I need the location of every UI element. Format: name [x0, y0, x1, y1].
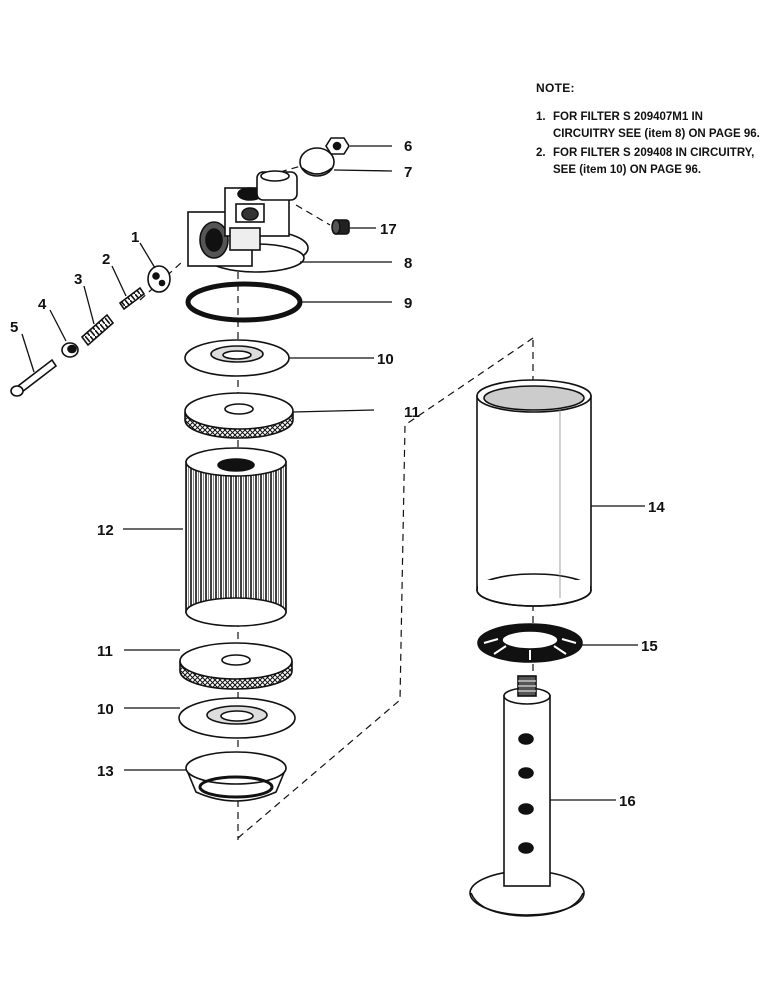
callout-11-lower: 11 — [97, 643, 113, 660]
cup-washer-lower-part — [178, 697, 296, 739]
callout-4: 4 — [38, 296, 47, 313]
spring-washer-part — [477, 623, 583, 663]
note-item-2: 2. FOR FILTER S 209408 IN CIRCUITRY, SEE… — [536, 145, 766, 179]
callout-5: 5 — [10, 319, 18, 336]
note-item-text: FOR FILTER S 209407M1 IN CIRCUITRY SEE (… — [553, 111, 760, 140]
callout-17: 17 — [380, 221, 397, 238]
leader-5 — [21, 333, 35, 373]
nut-part — [325, 137, 350, 155]
callout-7: 7 — [404, 164, 412, 181]
callout-2: 2 — [102, 251, 110, 268]
note-item-number: 1. — [536, 111, 546, 123]
seal-disc-upper-part — [184, 392, 294, 439]
callout-14: 14 — [648, 499, 665, 516]
callout-16: 16 — [619, 793, 636, 810]
note-item-number: 2. — [536, 147, 546, 159]
cap-part — [299, 147, 335, 177]
leader-2 — [111, 265, 127, 297]
callout-12: 12 — [97, 522, 114, 539]
centerline-plug — [295, 204, 331, 226]
callout-1: 1 — [131, 229, 139, 246]
callout-3: 3 — [74, 271, 82, 288]
leader-1 — [139, 242, 156, 269]
callout-9: 9 — [404, 295, 412, 312]
callout-15: 15 — [641, 638, 658, 655]
callout-10-upper: 10 — [377, 351, 394, 368]
filter-head-part — [187, 170, 309, 273]
spring-part — [80, 313, 115, 347]
leader-4 — [49, 309, 67, 342]
center-tube-part — [469, 675, 585, 917]
assembly-link-line — [237, 337, 534, 839]
callout-13: 13 — [97, 763, 114, 780]
note-block: NOTE: 1. FOR FILTER S 209407M1 IN CIRCUI… — [536, 80, 766, 181]
seal-cup-part — [185, 751, 287, 802]
note-heading: NOTE: — [536, 81, 575, 95]
callout-11-upper: 11 — [404, 404, 420, 421]
leader-7 — [333, 169, 393, 172]
cup-washer-upper-part — [184, 339, 290, 377]
callout-10-lower: 10 — [97, 701, 114, 718]
callout-8: 8 — [404, 255, 412, 272]
note-item-text: FOR FILTER S 209408 IN CIRCUITRY, SEE (i… — [553, 147, 755, 176]
plug-part — [331, 219, 350, 235]
seat-washer-part — [147, 265, 171, 293]
bushing-part — [61, 342, 79, 358]
bolt-part — [10, 358, 58, 397]
note-item-1: 1. FOR FILTER S 209407M1 IN CIRCUITRY SE… — [536, 109, 766, 143]
leader-3 — [83, 285, 95, 325]
filter-element-part — [185, 447, 287, 627]
valve-plunger-part — [118, 286, 146, 311]
seal-disc-lower-part — [179, 642, 293, 690]
filter-bowl-part — [476, 379, 592, 607]
callout-6: 6 — [404, 138, 412, 155]
leader-11a — [292, 409, 375, 413]
o-ring-part — [185, 281, 303, 323]
